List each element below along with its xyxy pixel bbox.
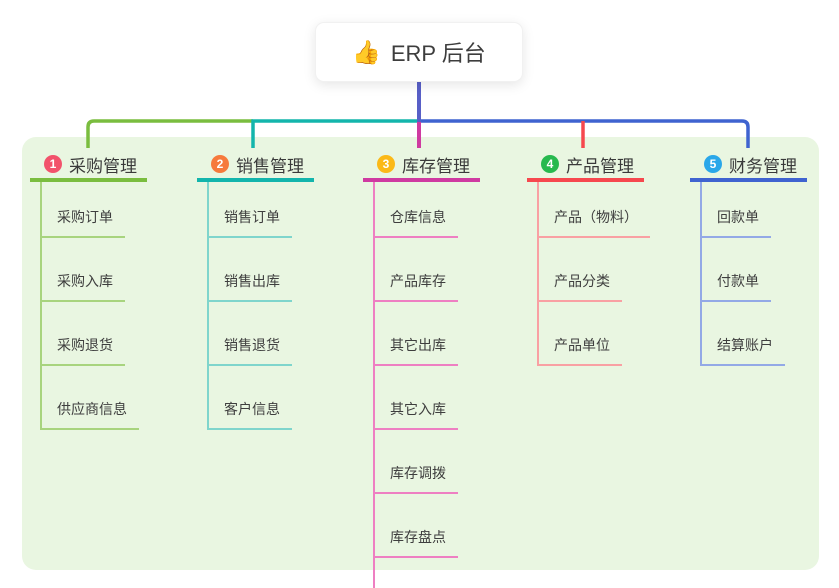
mindmap-node[interactable]: 付款单: [700, 238, 771, 302]
branch-number-badge: 1: [44, 155, 62, 173]
node-label: 客户信息: [224, 401, 280, 417]
node-label: 库存调拨: [390, 465, 446, 481]
node-label: 供应商信息: [57, 401, 127, 417]
node-label: 其它出库: [390, 337, 446, 353]
mindmap-node[interactable]: 采购退货: [40, 302, 125, 366]
root-node[interactable]: 👍 ERP 后台: [315, 22, 523, 82]
thumbs-up-icon: 👍: [352, 38, 381, 65]
mindmap-node[interactable]: 出库库明细: [373, 558, 472, 588]
node-label: 采购入库: [57, 273, 113, 289]
node-label: 销售出库: [224, 273, 280, 289]
mindmap-node[interactable]: 销售退货: [207, 302, 292, 366]
mindmap-node[interactable]: 客户信息: [207, 366, 292, 430]
node-label: 产品单位: [554, 337, 610, 353]
mindmap-node[interactable]: 库存调拨: [373, 430, 458, 494]
branch-label: 库存管理: [402, 156, 470, 176]
branch-title[interactable]: 4 产品管理: [527, 150, 644, 182]
mindmap-node[interactable]: 产品分类: [537, 238, 622, 302]
branch-label: 产品管理: [566, 156, 634, 176]
mindmap-node[interactable]: 结算账户: [700, 302, 785, 366]
mindmap-node[interactable]: 销售出库: [207, 238, 292, 302]
node-label: 采购退货: [57, 337, 113, 353]
node-label: 其它入库: [390, 401, 446, 417]
mindmap-node[interactable]: 供应商信息: [40, 366, 139, 430]
branch-label: 销售管理: [236, 156, 304, 176]
branch-title[interactable]: 3 库存管理: [363, 150, 480, 182]
mindmap-node[interactable]: 产品单位: [537, 302, 622, 366]
branch-children: 仓库信息产品库存其它出库其它入库库存调拨库存盘点出库库明细: [363, 182, 472, 588]
mindmap-node[interactable]: 仓库信息: [373, 182, 458, 238]
branch-children: 销售订单销售出库销售退货客户信息: [197, 182, 292, 430]
root-node-label: ERP 后台: [390, 41, 486, 66]
branch-children: 回款单付款单结算账户: [690, 182, 785, 366]
branch-产品管理: 4 产品管理产品（物料） 产品分类产品单位: [527, 150, 650, 366]
mindmap-node[interactable]: 库存盘点: [373, 494, 458, 558]
branch-title[interactable]: 1 采购管理: [30, 150, 147, 182]
node-label: 付款单: [717, 273, 759, 289]
branch-title[interactable]: 5 财务管理: [690, 150, 807, 182]
node-label: 采购订单: [57, 209, 113, 225]
node-label: 库存盘点: [390, 529, 446, 545]
node-label: 产品库存: [390, 273, 446, 289]
branch-number-badge: 3: [377, 155, 395, 173]
branch-number-badge: 5: [704, 155, 722, 173]
branch-title[interactable]: 2 销售管理: [197, 150, 314, 182]
branch-库存管理: 3 库存管理仓库信息产品库存其它出库其它入库库存调拨库存盘点出库库明细: [363, 150, 480, 588]
branch-number-badge: 4: [541, 155, 559, 173]
mindmap-node[interactable]: 其它入库: [373, 366, 458, 430]
branch-label: 财务管理: [729, 156, 797, 176]
branch-number-badge: 2: [211, 155, 229, 173]
mindmap-node[interactable]: 产品库存: [373, 238, 458, 302]
mindmap-node[interactable]: 采购订单: [40, 182, 125, 238]
node-label: 产品分类: [554, 273, 610, 289]
branch-children: 产品（物料） 产品分类产品单位: [527, 182, 650, 366]
mindmap-node[interactable]: 销售订单: [207, 182, 292, 238]
mindmap-node[interactable]: 采购入库: [40, 238, 125, 302]
node-label: 仓库信息: [390, 209, 446, 225]
branch-销售管理: 2 销售管理销售订单销售出库销售退货客户信息: [197, 150, 314, 430]
branches-background-panel: [22, 137, 819, 570]
node-label: 结算账户: [717, 337, 773, 353]
mindmap-node[interactable]: 其它出库: [373, 302, 458, 366]
node-label: 回款单: [717, 209, 759, 225]
branch-children: 采购订单采购入库采购退货供应商信息: [30, 182, 139, 430]
branch-采购管理: 1 采购管理采购订单采购入库采购退货供应商信息: [30, 150, 147, 430]
mindmap-node[interactable]: 产品（物料）: [537, 182, 650, 238]
node-label: 产品（物料）: [554, 209, 638, 225]
node-label: 销售退货: [224, 337, 280, 353]
branch-label: 采购管理: [69, 156, 137, 176]
node-label: 销售订单: [224, 209, 280, 225]
branch-财务管理: 5 财务管理回款单付款单结算账户: [690, 150, 807, 366]
mindmap-node[interactable]: 回款单: [700, 182, 771, 238]
